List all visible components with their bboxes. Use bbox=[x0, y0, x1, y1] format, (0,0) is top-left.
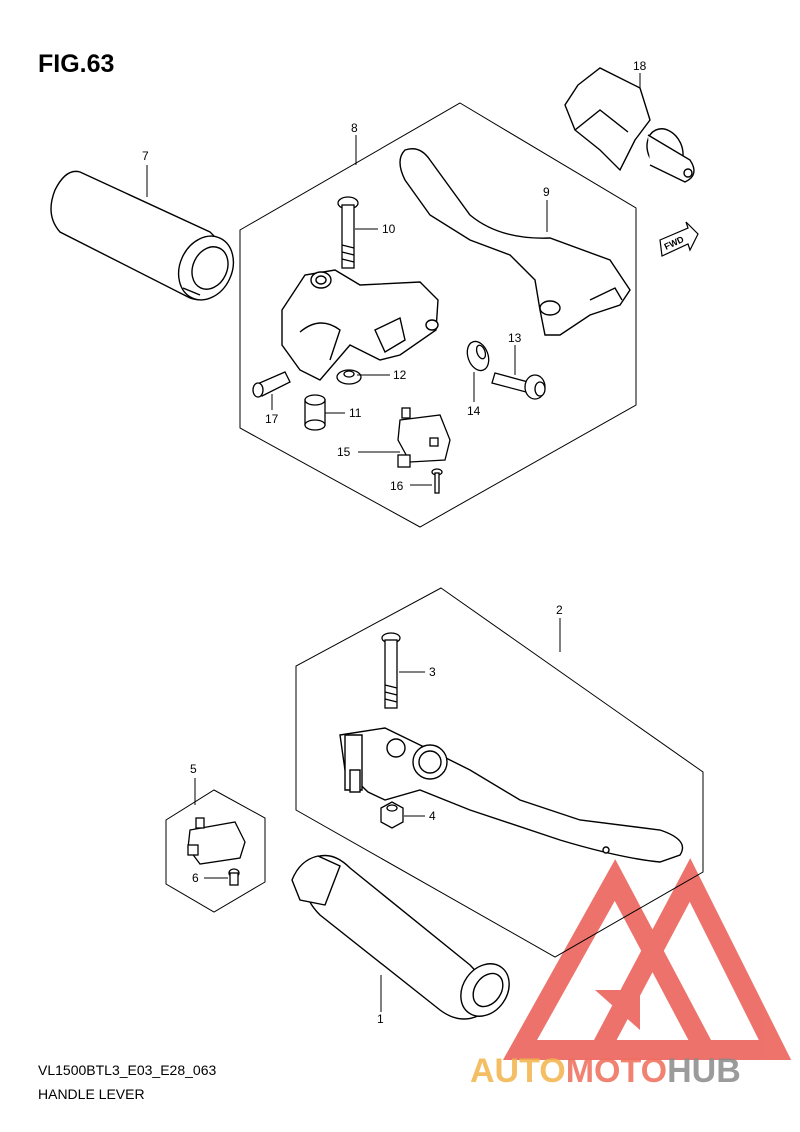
adjuster-13-part bbox=[491, 372, 546, 400]
nut-12-part bbox=[336, 369, 362, 385]
brake-switch-part bbox=[187, 817, 246, 865]
throttle-grip-part bbox=[291, 854, 510, 1020]
callout-7: 7 bbox=[142, 149, 149, 163]
lever-holder-part bbox=[281, 269, 439, 381]
callout-14: 14 bbox=[467, 404, 481, 418]
callout-9: 9 bbox=[543, 185, 550, 199]
callout-10: 10 bbox=[382, 222, 396, 236]
switch-15-part bbox=[397, 407, 451, 468]
brake-lever-part bbox=[339, 727, 684, 863]
callout-labels: 7 8 9 18 10 12 11 17 13 14 15 16 2 3 4 5… bbox=[142, 59, 647, 1026]
callout-1: 1 bbox=[377, 1012, 384, 1026]
upper-group-boundary bbox=[239, 102, 637, 528]
callout-6: 6 bbox=[192, 871, 199, 885]
callout-8: 8 bbox=[351, 121, 358, 135]
figure-title: FIG.63 bbox=[38, 50, 115, 78]
switch-group-boundary bbox=[165, 789, 266, 913]
watermark-text: AUTOMOTOHUB bbox=[470, 1052, 741, 1090]
spacer-11-part bbox=[304, 394, 326, 431]
callout-2: 2 bbox=[556, 603, 563, 617]
callout-3: 3 bbox=[429, 665, 436, 679]
callout-18: 18 bbox=[633, 59, 647, 73]
screw-16-part bbox=[431, 468, 443, 494]
watermark-auto: AUTO bbox=[470, 1052, 566, 1090]
lower-group-boundary bbox=[295, 587, 704, 958]
svg-text:AUTOMOTOHUB: AUTOMOTOHUB bbox=[470, 1052, 741, 1090]
throttle-cover-part bbox=[564, 67, 695, 183]
callout-11: 11 bbox=[349, 406, 362, 420]
leader-lines bbox=[146, 73, 641, 1012]
grip-left-part bbox=[50, 170, 235, 301]
callout-15: 15 bbox=[337, 445, 351, 459]
forward-direction-arrow: FWD bbox=[659, 221, 699, 257]
clutch-lever-part bbox=[399, 148, 631, 336]
diagram-caption: HANDLE LEVER bbox=[38, 1086, 145, 1102]
watermark-moto: MOTO bbox=[566, 1052, 667, 1090]
nut-4-part bbox=[380, 801, 404, 829]
screw-6-part bbox=[228, 868, 240, 886]
watermark-logo bbox=[502, 858, 792, 1060]
callout-5: 5 bbox=[190, 762, 197, 776]
washer-14-part bbox=[466, 340, 490, 372]
screw-17-part bbox=[252, 371, 291, 398]
callout-13: 13 bbox=[508, 331, 522, 345]
callout-17: 17 bbox=[265, 412, 279, 426]
pivot-bolt-3-part bbox=[381, 632, 401, 709]
watermark-hub: HUB bbox=[667, 1052, 741, 1090]
pivot-bolt-part bbox=[337, 196, 359, 269]
callout-12: 12 bbox=[393, 368, 407, 382]
diagram-code: VL1500BTL3_E03_E28_063 bbox=[38, 1062, 217, 1078]
callout-16: 16 bbox=[390, 479, 404, 493]
callout-4: 4 bbox=[429, 809, 436, 823]
